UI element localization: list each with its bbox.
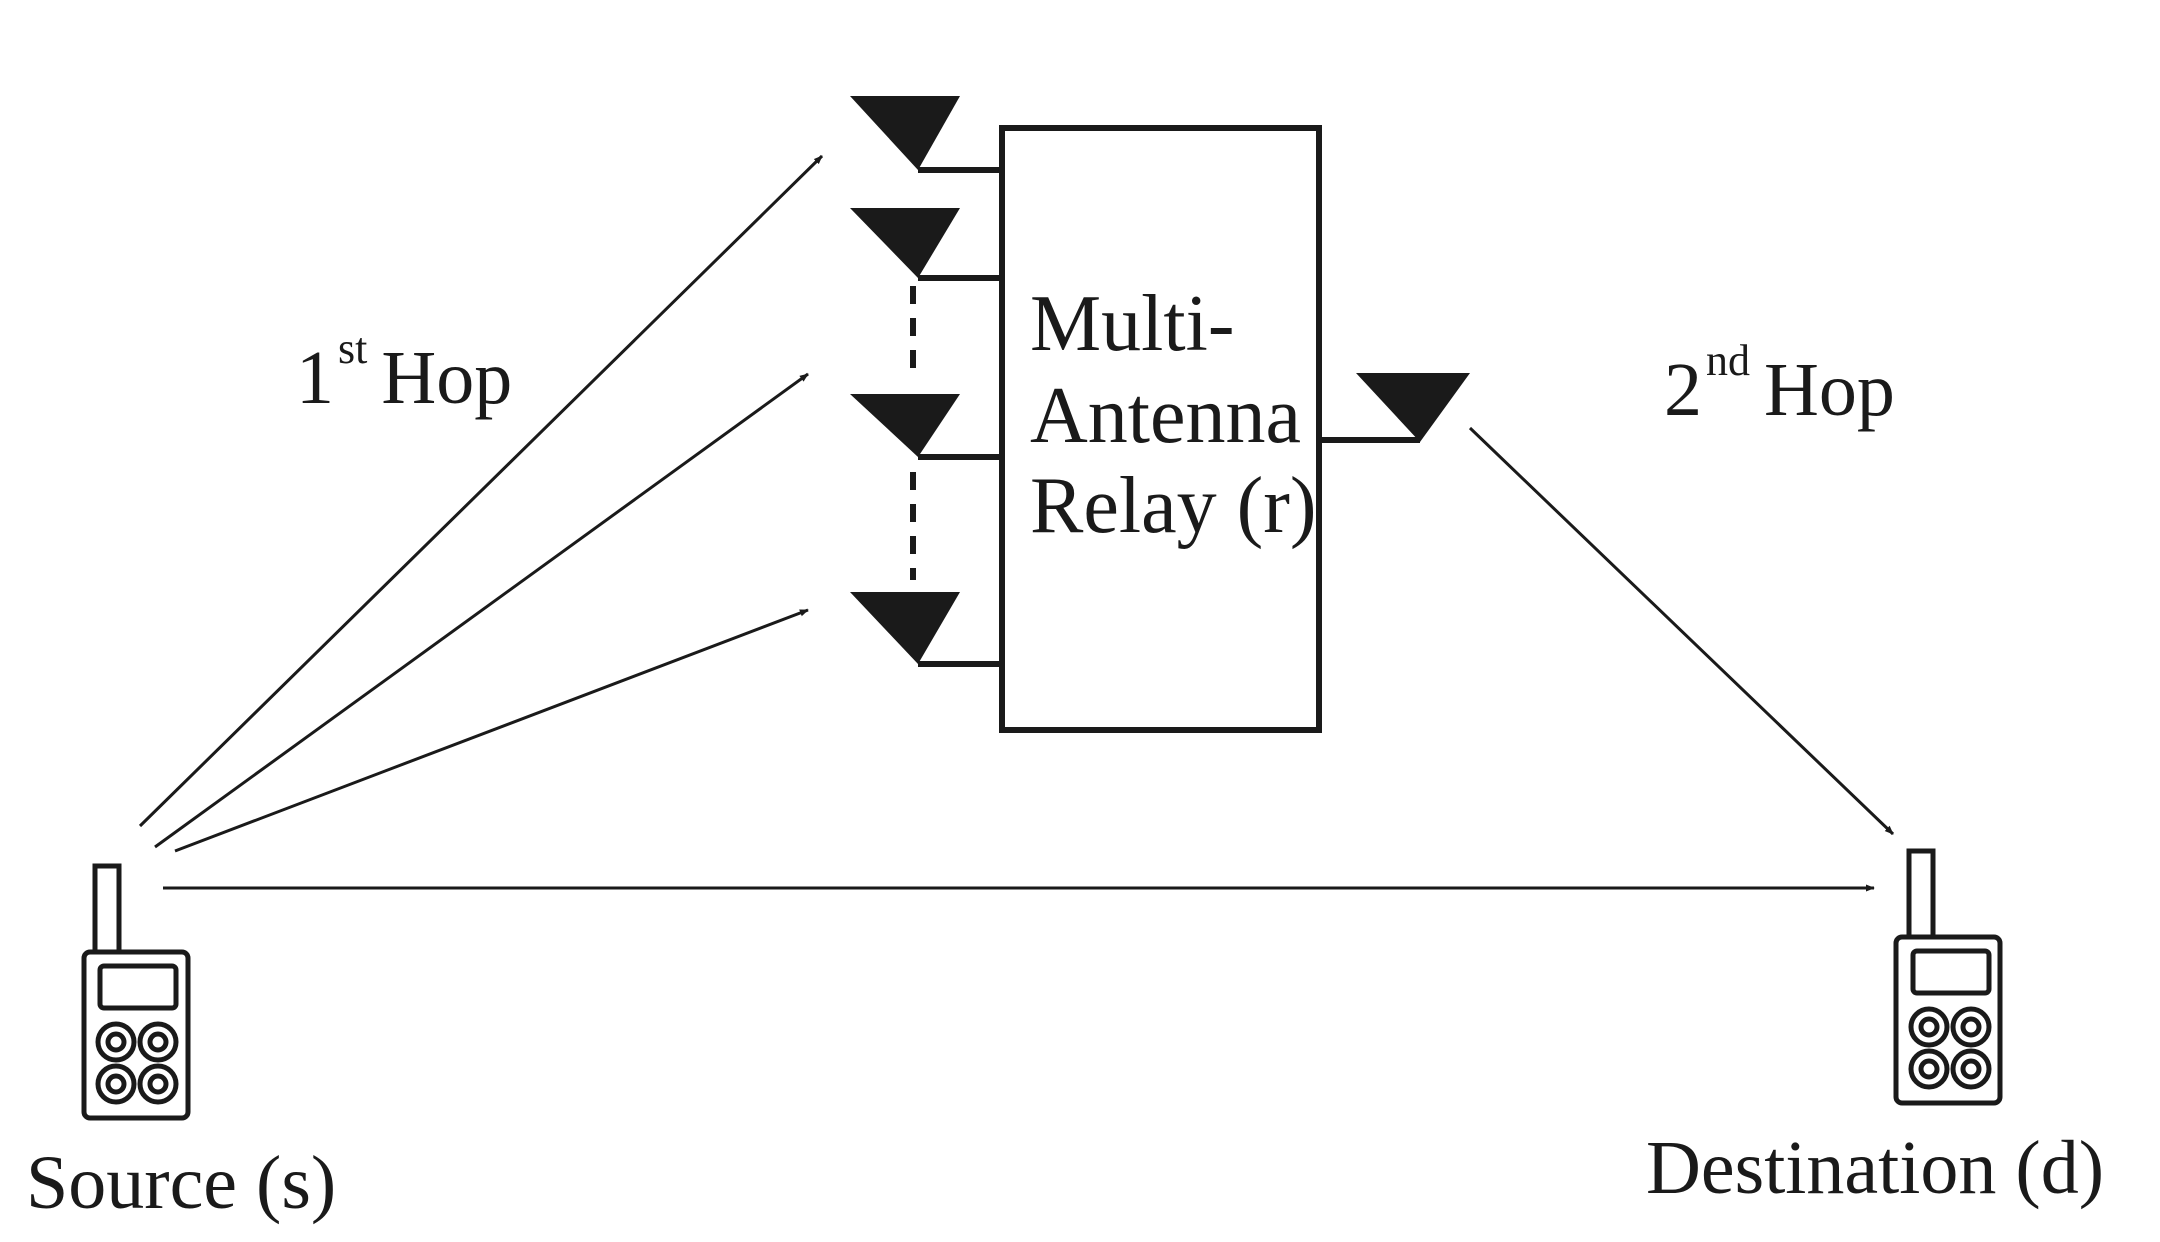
- hop1-arrow-2: [154, 372, 809, 849]
- relay-label-line1: Multi-: [1030, 280, 1234, 368]
- relay-label-line3: Relay (r): [1030, 462, 1317, 550]
- relay-box: Multi- Antenna Relay (r): [999, 125, 1322, 733]
- relay-antenna-1: [850, 96, 1002, 173]
- hop1-arrow-1: [138, 154, 824, 828]
- relay-antenna-4: [850, 592, 1002, 667]
- relay-label-line2: Antenna: [1030, 372, 1301, 460]
- relay-antenna-3: [850, 394, 1002, 460]
- source-device-icon: [81, 863, 191, 1121]
- relay-antenna-2: [850, 208, 1002, 281]
- destination-device-icon: [1893, 848, 2003, 1106]
- hop1-arrow-3: [174, 608, 809, 853]
- hop2-arrow: [1468, 426, 1895, 836]
- destination-label: Destination (d): [1646, 1126, 2104, 1210]
- source-label: Source (s): [26, 1141, 336, 1225]
- relay-transmit-antenna: [1319, 373, 1470, 443]
